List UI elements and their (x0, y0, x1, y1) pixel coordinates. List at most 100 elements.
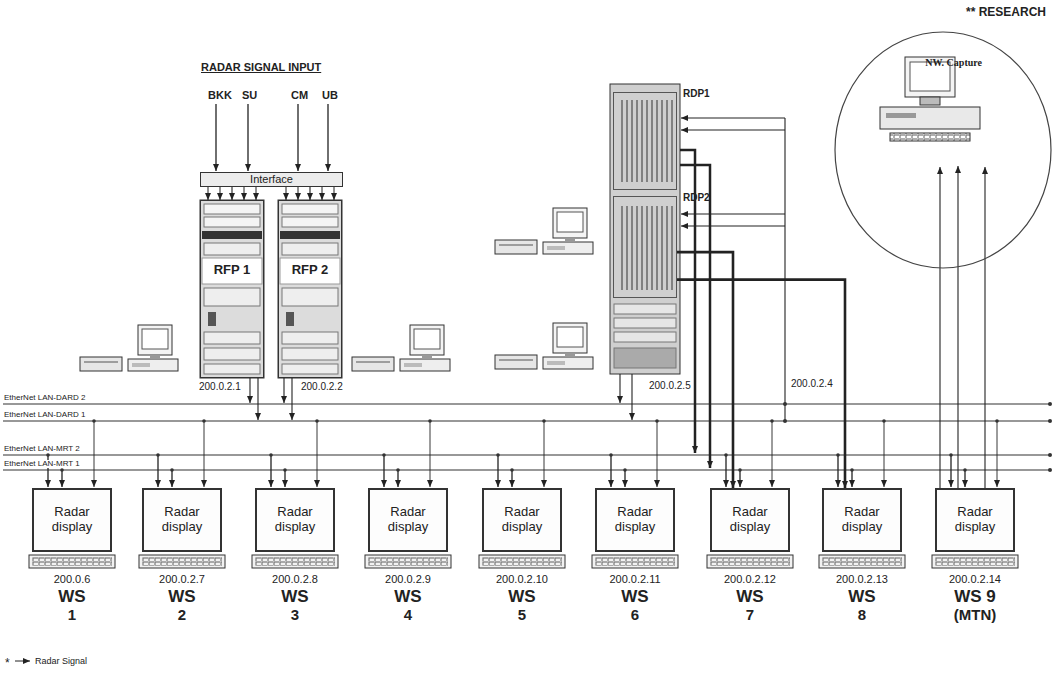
interface-label: Interface (250, 173, 293, 186)
bus-tap (783, 402, 787, 406)
lan-drop (997, 421, 998, 487)
lan-name: EtherNet LAN-DARD 1 (3, 411, 86, 419)
keyboard-icon (590, 554, 680, 570)
lan-drop (544, 421, 545, 487)
workstation-number: 3 (247, 606, 343, 623)
ip-address: 200.0.2.4 (790, 379, 834, 389)
bus-tap (836, 453, 840, 457)
lan-drop (157, 455, 158, 487)
lan-drop (624, 470, 625, 487)
lan-drop (725, 455, 726, 487)
monitor-screen: Radar display (710, 488, 790, 552)
radar-source: UB (321, 90, 339, 101)
monitor-screen: Radar display (595, 488, 675, 552)
computer-label: NW. Capture (925, 57, 982, 69)
lan-drop (284, 470, 285, 487)
bus-tap (623, 468, 627, 472)
signal-arrow (297, 104, 298, 171)
workstation-label: WS (134, 587, 230, 607)
monitor-screen: Radar display (482, 488, 562, 552)
signal-connector (677, 280, 845, 488)
bus-tap (783, 419, 787, 423)
ip-address: 200.0.2.1 (198, 382, 242, 392)
monitor-screen: Radar display (142, 488, 222, 552)
display-label: Radar display (945, 505, 1005, 535)
ip-address: 200.0.2.7 (134, 573, 230, 586)
display-label: Radar display (265, 505, 325, 535)
bus-end-dot (1048, 402, 1052, 472)
display-label: Radar display (378, 505, 438, 535)
rfp-rack: RFP 2 (278, 200, 342, 378)
radar-workstation: Radar display 200.0.2.7WS2 (134, 488, 230, 623)
rfp-rack-art (200, 200, 264, 378)
monitor-screen: Radar display (935, 488, 1015, 552)
lan-drop (430, 421, 431, 487)
display-label: Radar display (832, 505, 892, 535)
keyboard-icon (817, 554, 907, 570)
terminal-icon (80, 325, 178, 371)
keyboard-icon (705, 554, 795, 570)
monitor-screen: Radar display (32, 488, 112, 552)
radar-workstation: Radar display200.0.2.13WS8 (814, 488, 910, 623)
capture-feed (940, 167, 985, 488)
legend-arrow (14, 657, 32, 665)
workstation-label: WS (24, 587, 120, 607)
workstation-number: 7 (702, 606, 798, 623)
lan-drop (61, 470, 62, 487)
rdp-label: RDP2 (683, 192, 710, 204)
workstation-label: WS (247, 587, 343, 607)
workstation-number: 6 (587, 606, 683, 623)
workstation-label: WS (587, 587, 683, 607)
signal-connector (309, 187, 310, 200)
computer-icon (870, 55, 990, 147)
radar-workstation: Radar display200.0.2.11WS6 (587, 488, 683, 623)
bus-tap (963, 468, 967, 472)
radar-workstation: Radar display200.0.6WS1 (24, 488, 120, 623)
radar-workstation: Radar display200.0.2.12WS7 (702, 488, 798, 623)
workstation-number: 5 (474, 606, 570, 623)
bus-tap (315, 419, 319, 423)
workstation-number: 2 (134, 606, 230, 623)
rdp-unit: RDP2 (613, 196, 677, 298)
ip-address: 200.0.2.5 (648, 381, 692, 391)
bus-tap (542, 419, 546, 423)
bus-tap (170, 468, 174, 472)
workstation-label: WS (702, 587, 798, 607)
region-heading: ** RESEARCH (966, 6, 1046, 20)
signal-arrow (327, 104, 328, 171)
bus-tap (202, 419, 206, 423)
radar-workstation: Radar display200.0.2.14WS 9(MTN) (927, 488, 1023, 623)
section-heading: RADAR SIGNAL INPUT (200, 62, 322, 73)
lan-drop (950, 455, 951, 487)
signal-connector (957, 166, 958, 488)
ip-address: 200.0.6 (24, 573, 120, 586)
display-label: Radar display (152, 505, 212, 535)
rfp-rack: RFP 1 (200, 200, 264, 378)
lan-drop (851, 470, 852, 487)
rack-label: RFP 2 (281, 263, 339, 278)
monitor-screen: Radar display (822, 488, 902, 552)
ip-address: 200.0.2.13 (814, 573, 910, 586)
workstation-drops (46, 419, 999, 487)
interface-box: Interface (200, 172, 343, 187)
bus-tap (92, 419, 96, 423)
lan-drop (772, 421, 773, 487)
rack-label: RFP 1 (203, 263, 261, 278)
terminal-icon (495, 208, 593, 254)
lan-drop (837, 455, 838, 487)
rdp-unit: RDP1 (613, 92, 677, 190)
bus-tap (156, 453, 160, 457)
terminal-icon (352, 325, 450, 371)
workstation-label: WS 9 (927, 587, 1023, 607)
keyboard-icon (27, 554, 117, 570)
lan-drop (383, 455, 384, 487)
bus-tap (60, 468, 64, 472)
bus-tap (724, 453, 728, 457)
bus-tap (995, 419, 999, 423)
signal-arrow (215, 104, 216, 171)
lan-drop (497, 455, 498, 487)
ip-address: 200.0.2.14 (927, 573, 1023, 586)
radar-source: CM (290, 90, 309, 101)
rdp-label: RDP1 (683, 88, 710, 100)
